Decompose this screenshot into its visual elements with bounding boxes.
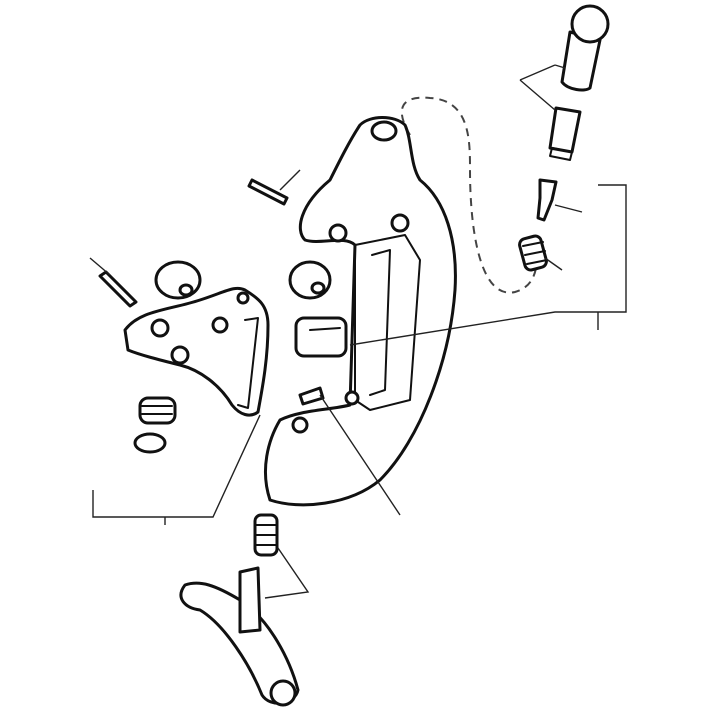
leader-lines — [89, 64, 627, 599]
feed-screw-handle — [536, 4, 610, 222]
cutter-wheel — [154, 260, 332, 300]
roller — [294, 316, 348, 358]
cutter-frame — [263, 116, 457, 507]
t-handle — [179, 566, 300, 707]
assembly-path-dashed — [400, 96, 541, 294]
spring — [133, 234, 548, 454]
pivot-screw — [98, 178, 325, 406]
roller-carriage — [123, 286, 270, 417]
t-handle-spring — [253, 513, 279, 557]
